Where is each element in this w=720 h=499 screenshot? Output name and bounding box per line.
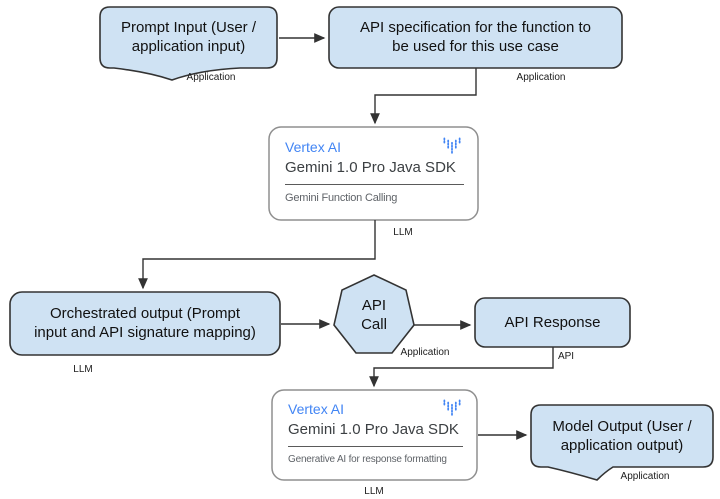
prompt-input-line1: Prompt Input (User /: [120, 19, 257, 36]
api-spec-line1: API specification for the function to: [360, 19, 591, 36]
llm-card-1-tag: LLM: [393, 227, 413, 238]
api-response-line1: API Response: [504, 313, 601, 331]
api-call-shape: [333, 274, 415, 354]
llm-card-1-shape: [268, 126, 479, 221]
vertex-ai-icon: [443, 137, 461, 155]
api-call-line1: API: [361, 297, 387, 314]
llm-card-1-caption: Gemini Function Calling: [285, 192, 398, 204]
connector-llm1-to-orchestrated: [138, 220, 376, 290]
llm-card-2-caption: Generative AI for response formatting: [288, 454, 447, 465]
orchestrated-output-tag: LLM: [73, 364, 93, 375]
connector-apiresponse-to-llm2: [369, 347, 554, 388]
model-output-line2: application output): [560, 436, 684, 454]
prompt-input-tag: Application: [186, 72, 236, 83]
model-output-line1: Model Output (User /: [552, 417, 692, 435]
api-call-node: API Call: [344, 286, 404, 344]
llm-card-1-divider: [285, 184, 464, 185]
model-output-shape: [530, 404, 714, 481]
model-output-node: Model Output (User / application output): [533, 406, 711, 465]
llm-card-2-brand: Vertex AI: [288, 401, 345, 417]
orchestrated-output-line1: Orchestrated output (Prompt: [49, 305, 241, 322]
api-spec-node: API specification for the function to be…: [331, 8, 620, 66]
vertex-ai-icon: [443, 399, 461, 417]
prompt-input-line2: application input): [131, 38, 246, 55]
orchestrated-output-node: Orchestrated output (Prompt input and AP…: [12, 293, 278, 353]
connector-apispec-to-llm1: [370, 68, 477, 125]
orchestrated-output-shape: [9, 291, 281, 356]
model-output-tag: Application: [620, 471, 670, 482]
llm-card-2-divider: [288, 446, 463, 447]
llm-card-2-shape: [271, 389, 478, 481]
api-spec-tag: Application: [516, 72, 566, 83]
llm-card-1-brand: Vertex AI: [285, 139, 342, 155]
llm-card-2-tag: LLM: [364, 486, 384, 497]
llm-card-1-product: Gemini 1.0 Pro Java SDK: [285, 159, 456, 176]
api-call-tag: Application: [400, 347, 450, 358]
llm-card-2-product: Gemini 1.0 Pro Java SDK: [288, 421, 459, 438]
api-response-node: API Response: [477, 299, 628, 345]
api-spec-line2: be used for this use case: [392, 38, 559, 55]
prompt-input-shape: [99, 6, 278, 81]
orchestrated-output-line2: input and API signature mapping): [34, 324, 256, 341]
prompt-input-node: Prompt Input (User / application input): [102, 8, 275, 66]
api-response-tag: API: [557, 351, 575, 362]
api-call-line2: Call: [361, 316, 387, 333]
